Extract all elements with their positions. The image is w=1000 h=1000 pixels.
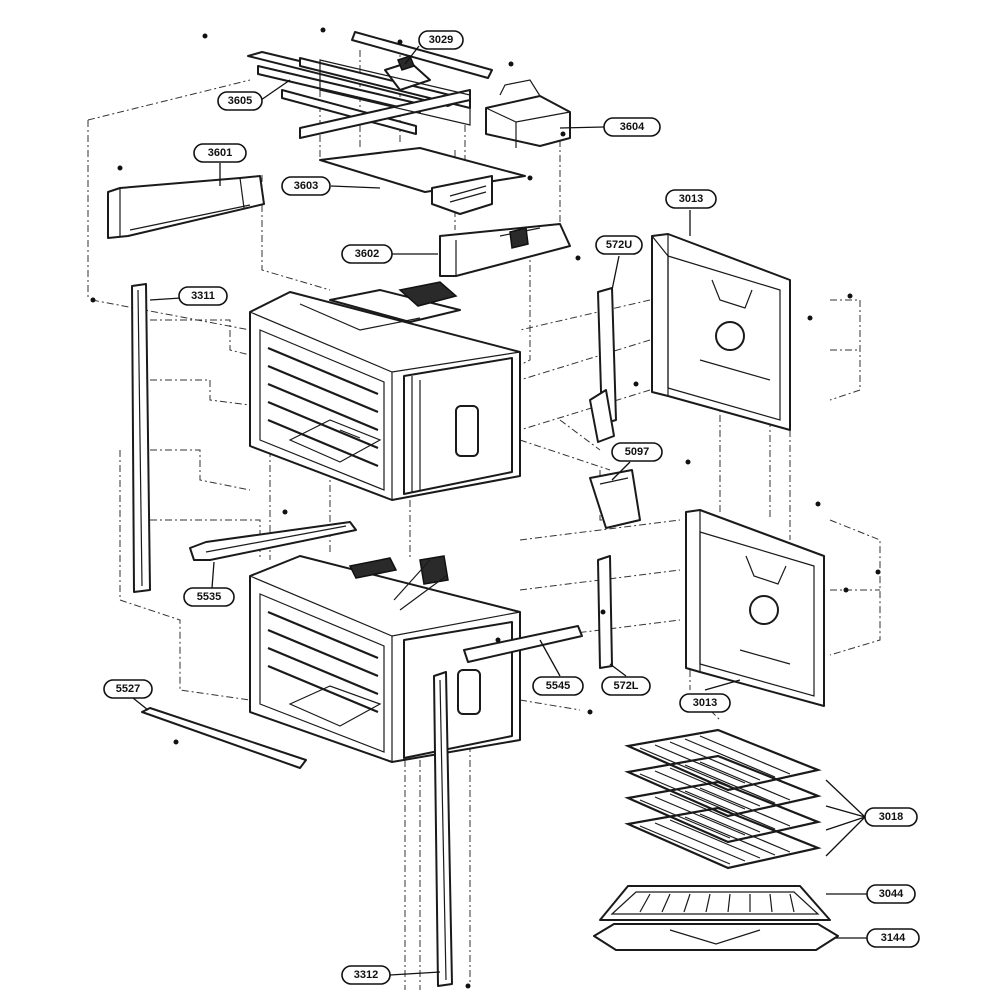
bracket-5097	[589, 469, 641, 529]
label-3604: 3604	[620, 121, 645, 133]
callout-5527: 5527	[103, 679, 153, 699]
callout-5545: 5545	[532, 676, 584, 696]
label-3013-lower: 3013	[693, 697, 717, 709]
label-3601: 3601	[208, 147, 232, 159]
control-box-3604	[485, 79, 571, 148]
callout-572U: 572U	[595, 235, 643, 255]
top-trim-rails	[247, 31, 493, 139]
callout-3602: 3602	[341, 244, 393, 264]
rail-5535	[189, 521, 357, 561]
label-572L: 572L	[613, 680, 638, 692]
label-3311: 3311	[191, 290, 215, 302]
oven-racks-3018	[624, 728, 822, 870]
label-3312: 3312	[354, 969, 378, 981]
label-3029: 3029	[429, 34, 453, 46]
side-rail-3312	[433, 671, 453, 987]
callout-3018: 3018	[864, 807, 918, 827]
callout-3013-lower: 3013	[679, 693, 731, 713]
label-5535: 5535	[197, 591, 221, 603]
label-5545: 5545	[546, 680, 570, 692]
bracket-3601	[107, 175, 265, 239]
callout-3144: 3144	[866, 928, 920, 948]
bracket-3602	[439, 223, 571, 277]
callout-572L: 572L	[601, 676, 651, 696]
broil-pan-3144	[593, 923, 839, 951]
label-5527: 5527	[116, 683, 140, 695]
broil-pan-grid-3044	[599, 885, 831, 921]
label-3602: 3602	[355, 248, 379, 260]
callout-3029: 3029	[418, 30, 464, 50]
rear-panel-upper	[651, 233, 791, 431]
side-rail-3311	[131, 283, 151, 593]
callout-3605: 3605	[217, 91, 263, 111]
screws	[90, 27, 881, 989]
leader-lines	[132, 45, 867, 976]
rear-panel-lower	[685, 509, 825, 707]
label-572U: 572U	[606, 239, 632, 251]
callout-3311: 3311	[178, 286, 228, 306]
callout-3601: 3601	[193, 143, 247, 163]
callout-3013-upper: 3013	[665, 189, 717, 209]
callout-3044: 3044	[866, 884, 916, 904]
callout-5097: 5097	[611, 442, 663, 462]
label-3013-upper: 3013	[679, 193, 703, 205]
label-3603: 3603	[294, 180, 318, 192]
label-3018: 3018	[879, 811, 903, 823]
strip-572U	[589, 287, 617, 443]
callout-3604: 3604	[603, 117, 661, 137]
label-3144: 3144	[881, 932, 906, 944]
callout-5535: 5535	[183, 587, 235, 607]
label-3605: 3605	[228, 95, 252, 107]
callout-3312: 3312	[341, 965, 391, 985]
callout-3603: 3603	[281, 176, 331, 196]
label-3044: 3044	[879, 888, 904, 900]
rail-5545	[463, 625, 583, 663]
plate-3603	[319, 147, 526, 215]
label-5097: 5097	[625, 446, 649, 458]
upper-oven-cavity	[249, 281, 521, 501]
